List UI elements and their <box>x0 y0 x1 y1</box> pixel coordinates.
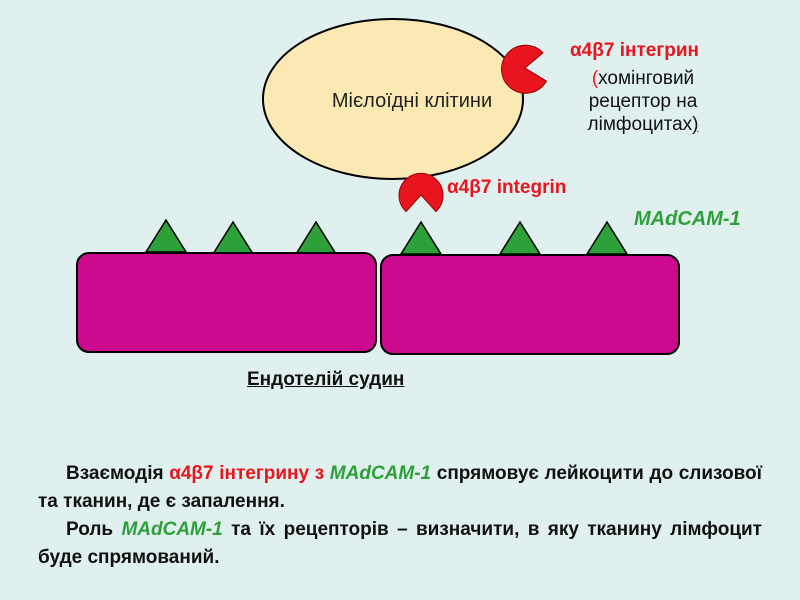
receptor-top-icon <box>501 44 548 94</box>
madcam-triangle <box>399 220 443 255</box>
paragraph-1: Взаємодія α4β7 інтегрину з MAdCAM-1 спря… <box>38 460 762 516</box>
receptor-mid-label: α4β7 integrin <box>447 177 567 198</box>
myeloid-cell-label: Мієлоїдні клітини <box>332 90 492 112</box>
receptor-top-paren-open: ( <box>591 68 599 89</box>
p2-text-c: та їх рецепторів – визначити, в яку ткан… <box>38 519 762 568</box>
endothelium-label: Ендотелій судин <box>247 369 405 390</box>
madcam-triangle <box>294 220 338 255</box>
receptor-top-note: (хомінговий рецептор на лімфоцитах) <box>558 67 728 136</box>
receptor-top-title: α4β7 інтегрин <box>570 40 699 61</box>
p1-integrin-highlight: α4β7 інтегрину з <box>169 463 330 484</box>
p2-madcam-highlight: MAdCAM-1 <box>121 519 223 540</box>
madcam-triangle <box>211 220 255 255</box>
madcam-triangle <box>585 220 629 255</box>
receptor-top-note-part2: рецептор на <box>588 91 698 112</box>
madcam-label: MAdCAM-1 <box>634 208 741 230</box>
p1-madcam-highlight: MAdCAM-1 <box>329 463 432 484</box>
myeloid-cell <box>262 18 524 180</box>
receptor-top-note-part3: лімфоцитах <box>587 114 693 135</box>
p2-text-a: Роль <box>66 519 122 540</box>
p1-text-a: Взаємодія <box>66 463 170 484</box>
receptor-mid-icon <box>398 173 444 213</box>
paragraph-2: Роль MAdCAM-1 та їх рецепторів – визначи… <box>38 516 762 572</box>
receptor-top-note-part1: хомінговий <box>598 68 695 89</box>
p1-text-d: спрямовує лейкоцити до слизової та ткани… <box>38 463 763 512</box>
endothelium-block-left <box>76 252 377 353</box>
description-text: Взаємодія α4β7 інтегрину з MAdCAM-1 спря… <box>38 460 762 572</box>
madcam-triangle <box>498 220 542 255</box>
endothelium-block-right <box>380 254 680 355</box>
madcam-triangle <box>144 218 188 253</box>
receptor-top-paren-close: ) <box>692 114 699 135</box>
